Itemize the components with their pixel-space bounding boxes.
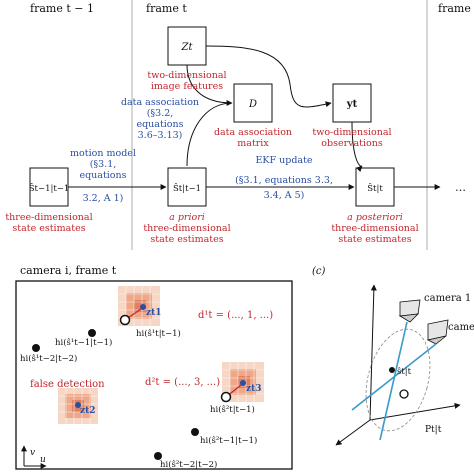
frame-label-prev: frame t − 1 — [30, 2, 94, 15]
predicted-point-1 — [119, 314, 131, 326]
arrow-obs-to-post — [351, 121, 363, 172]
h-label-2: hi(ŝ¹t−1|t−1) — [55, 337, 112, 348]
edge-motion-2: (§3.1, — [90, 159, 117, 170]
camera-1-icon — [398, 299, 421, 323]
h-label-1: hi(ŝ¹t|t−1) — [136, 328, 181, 339]
false-detection-label: false detection — [30, 379, 105, 390]
axis-u-label: u — [40, 455, 46, 465]
caption-prior-3: state estimates — [150, 234, 223, 245]
camera-2-icon — [426, 319, 449, 345]
panel-title: camera i, frame t — [20, 264, 117, 277]
caption-y-1: two-dimensional — [312, 127, 391, 138]
covariance-label: Pt|t — [425, 425, 442, 435]
caption-post-2: three-dimensional — [331, 223, 418, 234]
h-label-4: hi(ŝ²t|t−1) — [210, 404, 255, 415]
past-point-1-t2 — [32, 344, 40, 352]
edge-motion-4: 3.2, A 1) — [83, 193, 124, 204]
triangulation-panel: (c) camera 1 camera ŝt|t Pt|t — [312, 266, 474, 446]
ellipsis: … — [455, 181, 466, 194]
arrow-features-to-obs — [205, 45, 291, 85]
detection-z1 — [140, 304, 146, 310]
box-image-features-label: Zt — [181, 42, 194, 53]
box-observations-label: yt — [346, 99, 358, 110]
detection-z2 — [75, 402, 81, 408]
panel-c-label: (c) — [312, 266, 326, 277]
frame-label-curr: frame t — [146, 2, 187, 15]
top-pipeline-diagram: frame t − 1 frame t frame t Zt D yt Ŝt−1… — [5, 0, 474, 250]
edge-da-3: equations — [136, 119, 183, 130]
axis-v-label: v — [30, 448, 35, 458]
box-state-prev — [29, 167, 69, 207]
edge-da-4: 3.6–3.13) — [138, 130, 183, 141]
edge-da-2: (§3.2, — [147, 108, 174, 119]
box-data-association-label: D — [248, 99, 257, 110]
box-state-post — [355, 167, 395, 207]
label-z2: zt2 — [80, 406, 96, 416]
arrow-features-to-obs-tail — [289, 83, 332, 108]
caption-prev-1: three-dimensional — [5, 212, 92, 223]
3d-axis-vertical — [369, 284, 377, 421]
caption-prior-2: three-dimensional — [143, 223, 230, 234]
edge-motion-3: equations — [79, 170, 126, 181]
detection-z3 — [240, 380, 246, 386]
box-observations — [332, 83, 372, 123]
caption-prior-1: a priori — [169, 212, 205, 223]
state-estimate-point — [389, 367, 395, 373]
label-z1: zt1 — [146, 308, 162, 318]
edge-ekf-3: 3.4, A 5) — [264, 190, 305, 201]
association-vector-2: d²t = (..., 3, ...) — [145, 377, 220, 388]
ray-camera-1 — [379, 321, 408, 441]
frame-label-next: frame t — [438, 2, 474, 15]
label-z3: zt3 — [246, 384, 262, 394]
caption-post-1: a posteriori — [347, 212, 403, 223]
camera-2-label: camera — [448, 322, 474, 333]
arrow-prior-to-d — [186, 102, 233, 167]
ray-camera-2 — [351, 343, 437, 411]
past-point-1-t1 — [88, 329, 96, 337]
caption-prev-2: state estimates — [12, 223, 85, 234]
caption-y-2: observations — [321, 138, 383, 149]
caption-zt-1: two-dimensional — [147, 70, 226, 81]
arrow-features-to-d — [186, 64, 233, 106]
edge-da-1: data association — [121, 97, 199, 108]
past-point-2-t2 — [154, 452, 162, 460]
caption-d-1: data association — [214, 127, 292, 138]
association-vector-1: d¹t = (..., 1, ...) — [198, 310, 273, 321]
box-state-prior-label: Ŝt|t−1 — [173, 182, 201, 194]
h-label-3: hi(ŝ¹t−2|t−2) — [20, 353, 77, 364]
3d-axis-left — [335, 419, 371, 446]
box-data-association — [233, 83, 273, 123]
h-label-5: hi(ŝ²t−1|t−1) — [200, 435, 257, 446]
camera-image-panel: camera i, frame t — [15, 264, 293, 470]
h-label-6: hi(ŝ²t−2|t−2) — [160, 459, 217, 470]
3d-axis-right — [369, 402, 461, 421]
edge-ekf-2: (§3.1, equations 3.3, — [235, 175, 333, 186]
state-estimate-label: ŝt|t — [397, 366, 412, 377]
edge-ekf-1: EKF update — [255, 155, 312, 166]
caption-d-2: matrix — [237, 138, 269, 149]
covariance-ellipse — [365, 328, 431, 432]
camera-1-label: camera 1 — [424, 293, 471, 304]
box-state-post-label: Ŝt|t — [367, 182, 383, 194]
caption-post-3: state estimates — [338, 234, 411, 245]
predicted-point-3 — [220, 391, 232, 403]
projected-point — [399, 389, 409, 399]
past-point-2-t1 — [191, 428, 199, 436]
box-state-prev-label: Ŝt−1|t−1 — [29, 182, 70, 194]
caption-zt-2: image features — [151, 81, 223, 92]
edge-motion-1: motion model — [70, 148, 136, 159]
